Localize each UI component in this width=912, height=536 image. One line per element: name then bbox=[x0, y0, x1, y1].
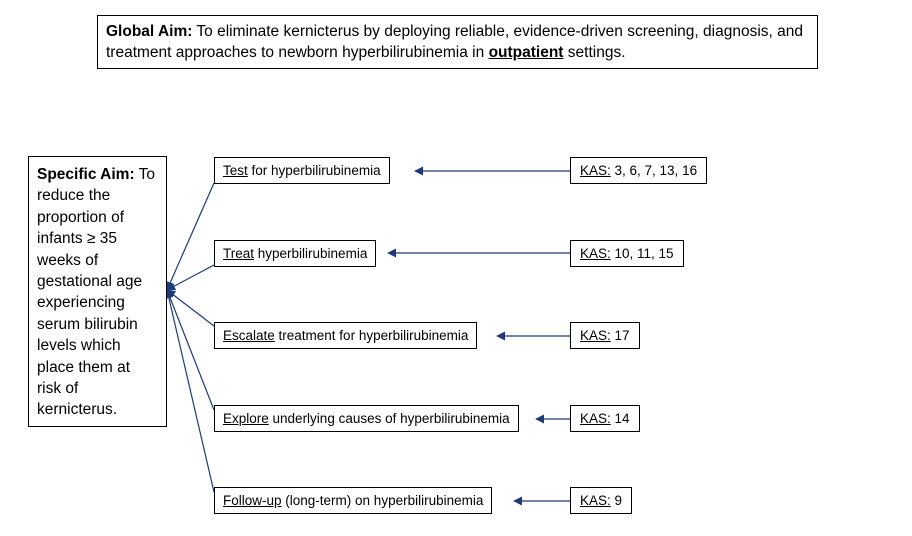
kas-box-follow-up: KAS: 9 bbox=[570, 487, 633, 514]
driver-text: treatment for hyperbilirubinemia bbox=[274, 328, 469, 343]
global-aim-emphasis: outpatient bbox=[488, 44, 564, 61]
kas-values: 3, 6, 7, 13, 16 bbox=[610, 163, 698, 178]
specific-aim-box: Specific Aim: To reduce the proportion o… bbox=[28, 156, 167, 427]
driver-arrow-5 bbox=[164, 289, 215, 493]
driver-keyword: Explore bbox=[223, 411, 269, 426]
kas-values: 9 bbox=[610, 493, 623, 508]
driver-keyword: Test bbox=[223, 163, 248, 178]
driver-keyword: Escalate bbox=[223, 328, 275, 343]
kas-box-test: KAS: 3, 6, 7, 13, 16 bbox=[570, 157, 708, 184]
kas-values: 17 bbox=[610, 328, 630, 343]
specific-aim-text: To reduce the proportion of infants ≥ 35… bbox=[37, 166, 156, 419]
driver-keyword: Treat bbox=[223, 246, 255, 261]
driver-text: (long-term) on hyperbilirubinemia bbox=[281, 493, 484, 508]
driver-text: underlying causes of hyperbilirubinemia bbox=[268, 411, 510, 426]
driver-text: hyperbilirubinemia bbox=[254, 246, 368, 261]
driver-explore: Explore underlying causes of hyperbiliru… bbox=[214, 405, 519, 432]
driver-arrow-4 bbox=[165, 289, 215, 411]
kas-values: 14 bbox=[610, 411, 630, 426]
driver-arrow-2 bbox=[166, 264, 215, 291]
global-aim-box: Global Aim: To eliminate kernicterus by … bbox=[97, 15, 818, 69]
global-aim-label: Global Aim: bbox=[106, 23, 193, 40]
kas-box-explore: KAS: 14 bbox=[570, 405, 640, 432]
kas-label: KAS: bbox=[580, 246, 611, 261]
driver-follow-up: Follow-up (long-term) on hyperbilirubine… bbox=[214, 487, 493, 514]
kas-label: KAS: bbox=[580, 328, 611, 343]
driver-treat: Treat hyperbilirubinemia bbox=[214, 240, 377, 267]
driver-keyword: Follow-up bbox=[223, 493, 282, 508]
driver-test: Test for hyperbilirubinemia bbox=[214, 157, 390, 184]
driver-text: for hyperbilirubinemia bbox=[247, 163, 381, 178]
global-aim-text: To eliminate kernicterus by deploying re… bbox=[106, 23, 803, 61]
kas-label: KAS: bbox=[580, 163, 611, 178]
kas-box-treat: KAS: 10, 11, 15 bbox=[570, 240, 684, 267]
driver-arrow-1 bbox=[166, 182, 215, 291]
kas-label: KAS: bbox=[580, 493, 611, 508]
kas-box-escalate: KAS: 17 bbox=[570, 322, 640, 349]
driver-escalate: Escalate treatment for hyperbilirubinemi… bbox=[214, 322, 478, 349]
specific-aim-label: Specific Aim: bbox=[37, 166, 135, 183]
kas-label: KAS: bbox=[580, 411, 611, 426]
kas-values: 10, 11, 15 bbox=[610, 246, 674, 261]
driver-arrow-3 bbox=[166, 289, 215, 327]
global-aim-text-end: settings. bbox=[563, 44, 626, 61]
